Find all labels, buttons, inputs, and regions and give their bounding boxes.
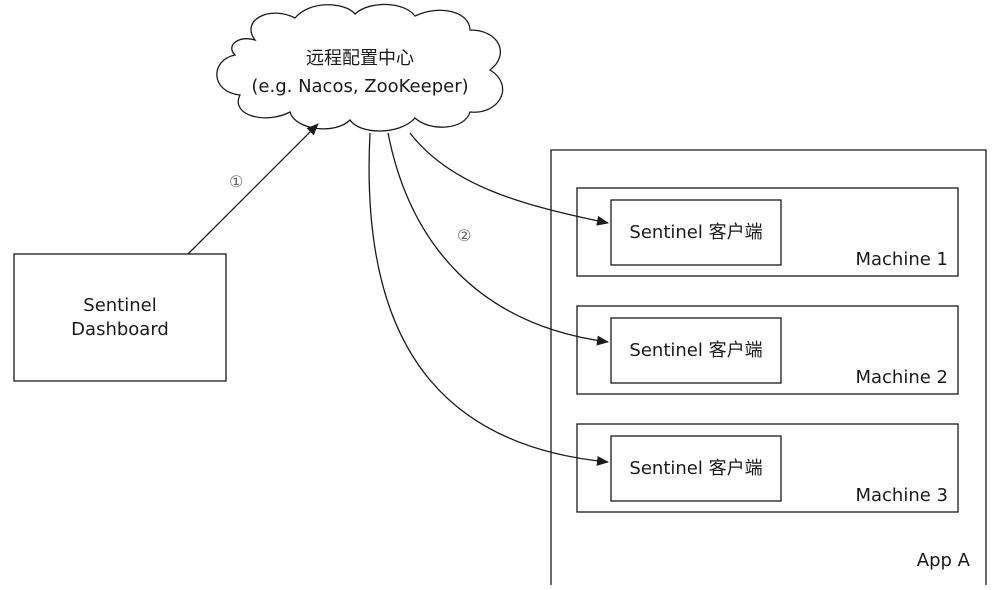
client-box-2 <box>610 317 782 384</box>
client-label-3: Sentinel 客户端 <box>629 458 763 479</box>
app-label: App A <box>916 550 970 571</box>
dashboard-label-line1: Sentinel <box>83 294 157 316</box>
cloud-shape <box>216 3 504 132</box>
pull-arrow-3 <box>368 132 609 466</box>
app-container <box>550 149 987 585</box>
client-label-1: Sentinel 客户端 <box>629 222 763 243</box>
cloud-title: 远程配置中心 <box>306 48 414 69</box>
dashboard-label-line2: Dashboard <box>71 318 169 340</box>
dashboard-box <box>13 253 227 382</box>
step-2-marker: ② <box>457 226 472 245</box>
machine-label-1: Machine 1 <box>855 249 948 270</box>
push-arrow <box>187 123 319 255</box>
client-box-3 <box>610 435 782 502</box>
client-label-2: Sentinel 客户端 <box>629 340 763 361</box>
pull-arrow-2 <box>387 132 609 346</box>
machine-label-3: Machine 3 <box>855 485 948 506</box>
machine-label-2: Machine 2 <box>855 367 948 388</box>
pull-arrow-1 <box>409 132 609 226</box>
cloud-subtitle: (e.g. Nacos, ZooKeeper) <box>251 76 469 97</box>
dashboard-label: Sentinel Dashboard <box>14 254 226 381</box>
client-box-1 <box>610 199 782 266</box>
step-1-marker: ① <box>229 172 244 191</box>
